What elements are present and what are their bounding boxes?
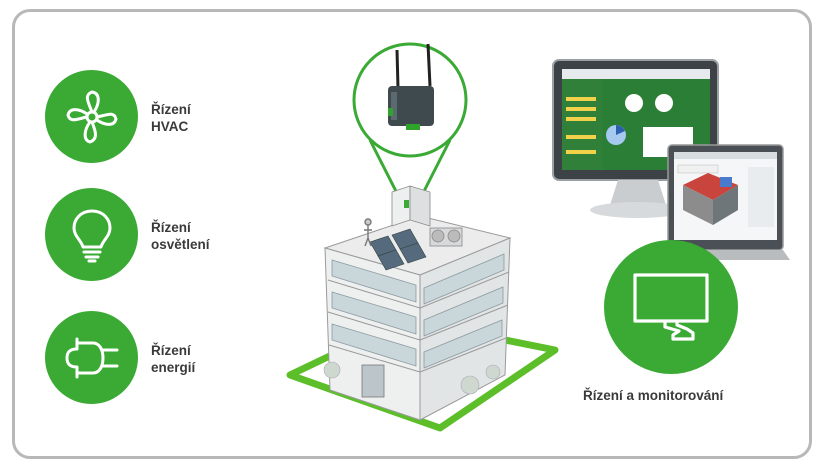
gateway-magnifier <box>352 42 468 206</box>
monitor-icon <box>633 273 709 341</box>
building-illustration <box>286 42 559 432</box>
power-plug-icon <box>65 337 118 378</box>
hvac-label-line2: HVAC <box>151 119 189 134</box>
monitoring-label: Řízení a monitorování <box>583 388 724 403</box>
hvac-label: Řízení HVAC <box>151 101 191 135</box>
fan-icon <box>66 90 117 143</box>
computer-screens <box>552 59 790 260</box>
hvac-circle <box>45 70 138 163</box>
lighting-label: Řízení osvětlení <box>151 219 210 253</box>
energy-label: Řízení energií <box>151 342 195 376</box>
energy-label-line2: energií <box>151 360 196 375</box>
monitoring-circle <box>604 240 738 374</box>
lighting-label-line2: osvětlení <box>151 237 210 252</box>
iot-gateway-icon <box>388 43 434 130</box>
hvac-label-line1: Řízení <box>151 102 191 117</box>
lighting-label-line1: Řízení <box>151 220 191 235</box>
energy-circle <box>45 311 138 404</box>
rooftop-cabinet <box>391 185 431 227</box>
lighting-circle <box>45 188 138 281</box>
energy-label-line1: Řízení <box>151 343 191 358</box>
light-bulb-icon <box>72 209 111 262</box>
